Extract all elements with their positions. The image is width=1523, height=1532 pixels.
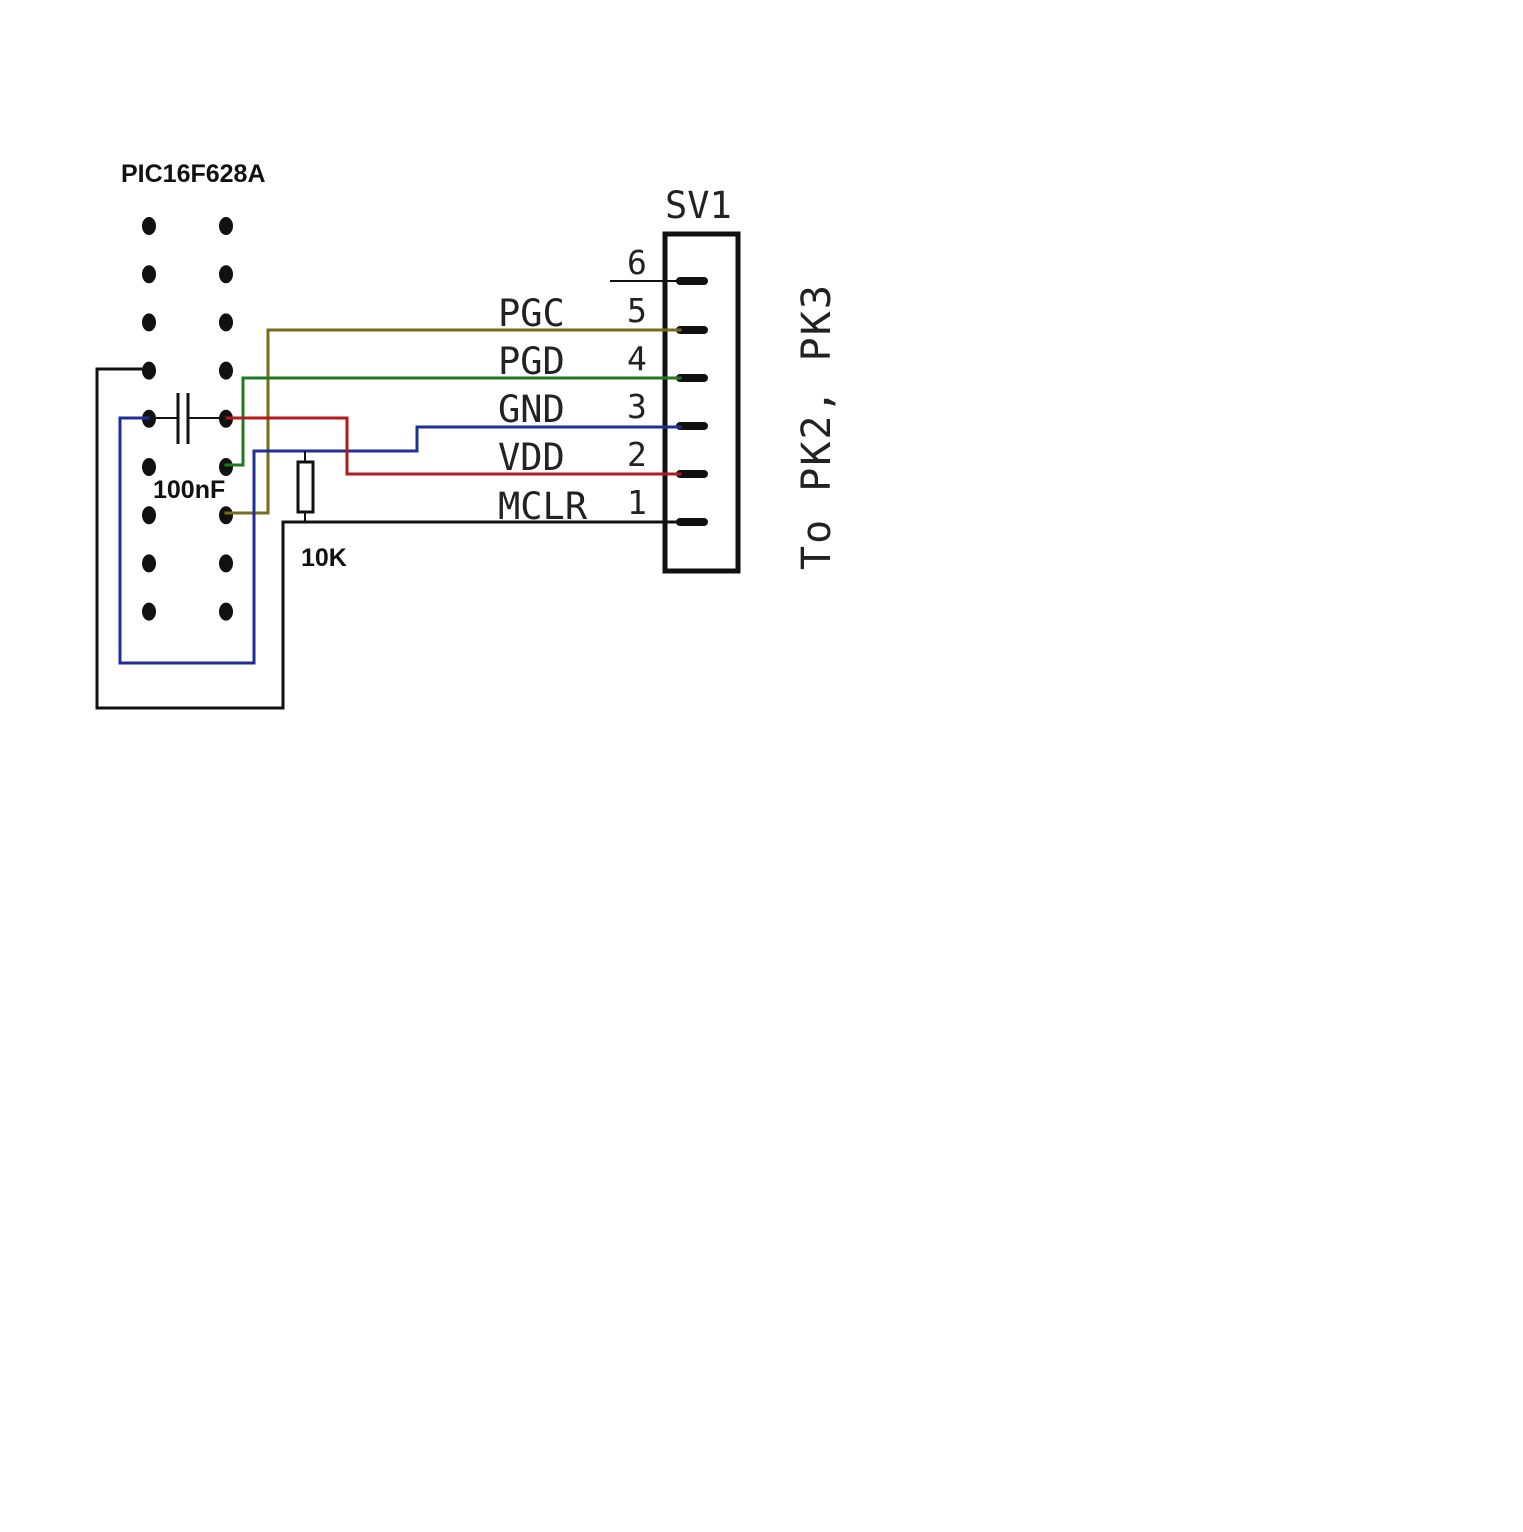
pin-number-3: 3 [627, 387, 647, 426]
chip-title: PIC16F628A [121, 160, 266, 188]
chip-pin-left [142, 602, 156, 621]
pin-number-1: 1 [627, 483, 647, 522]
pin-number-6: 6 [627, 243, 647, 282]
chip-pin-right [219, 265, 233, 284]
chip-pin-left [142, 265, 156, 284]
resistor-label: 10K [301, 544, 347, 572]
chip-pin-left [142, 313, 156, 332]
chip-pin-left [142, 458, 156, 476]
wire-mclr [95, 367, 682, 710]
pin-number-5: 5 [627, 291, 647, 330]
chip-pin-right [219, 602, 233, 621]
chip-pin-right [219, 313, 233, 332]
pin-number-2: 2 [627, 435, 647, 474]
connector-title: SV1 [665, 184, 732, 227]
signal-label-gnd: GND [498, 388, 565, 431]
chip-pin-right [219, 458, 233, 476]
signal-label-vdd: VDD [498, 436, 565, 479]
signal-label-pgc: PGC [498, 292, 565, 335]
side-note: To PK2, PK3 [794, 283, 840, 570]
wire-pgd [224, 376, 682, 467]
capacitor-label: 100nF [153, 476, 225, 504]
chip-pin-right [219, 506, 233, 525]
pin-number-4: 4 [627, 339, 647, 378]
chip-pin-left [142, 506, 156, 525]
capacitor [149, 393, 226, 444]
wire-gnd [118, 416, 682, 665]
chip-pin-left [142, 554, 156, 573]
chip-pin-right [219, 361, 233, 380]
wire-vdd [224, 416, 682, 476]
resistor [296, 451, 315, 522]
chip-pin-right [219, 554, 233, 573]
chip-pin-left [142, 361, 156, 380]
signal-label-pgd: PGD [498, 340, 565, 383]
wire-pgc [224, 328, 682, 515]
connector-body [662, 231, 741, 574]
chip-pin-right [219, 217, 233, 235]
chip-pin-left [142, 217, 156, 235]
connector-pin-stubs [676, 277, 708, 526]
